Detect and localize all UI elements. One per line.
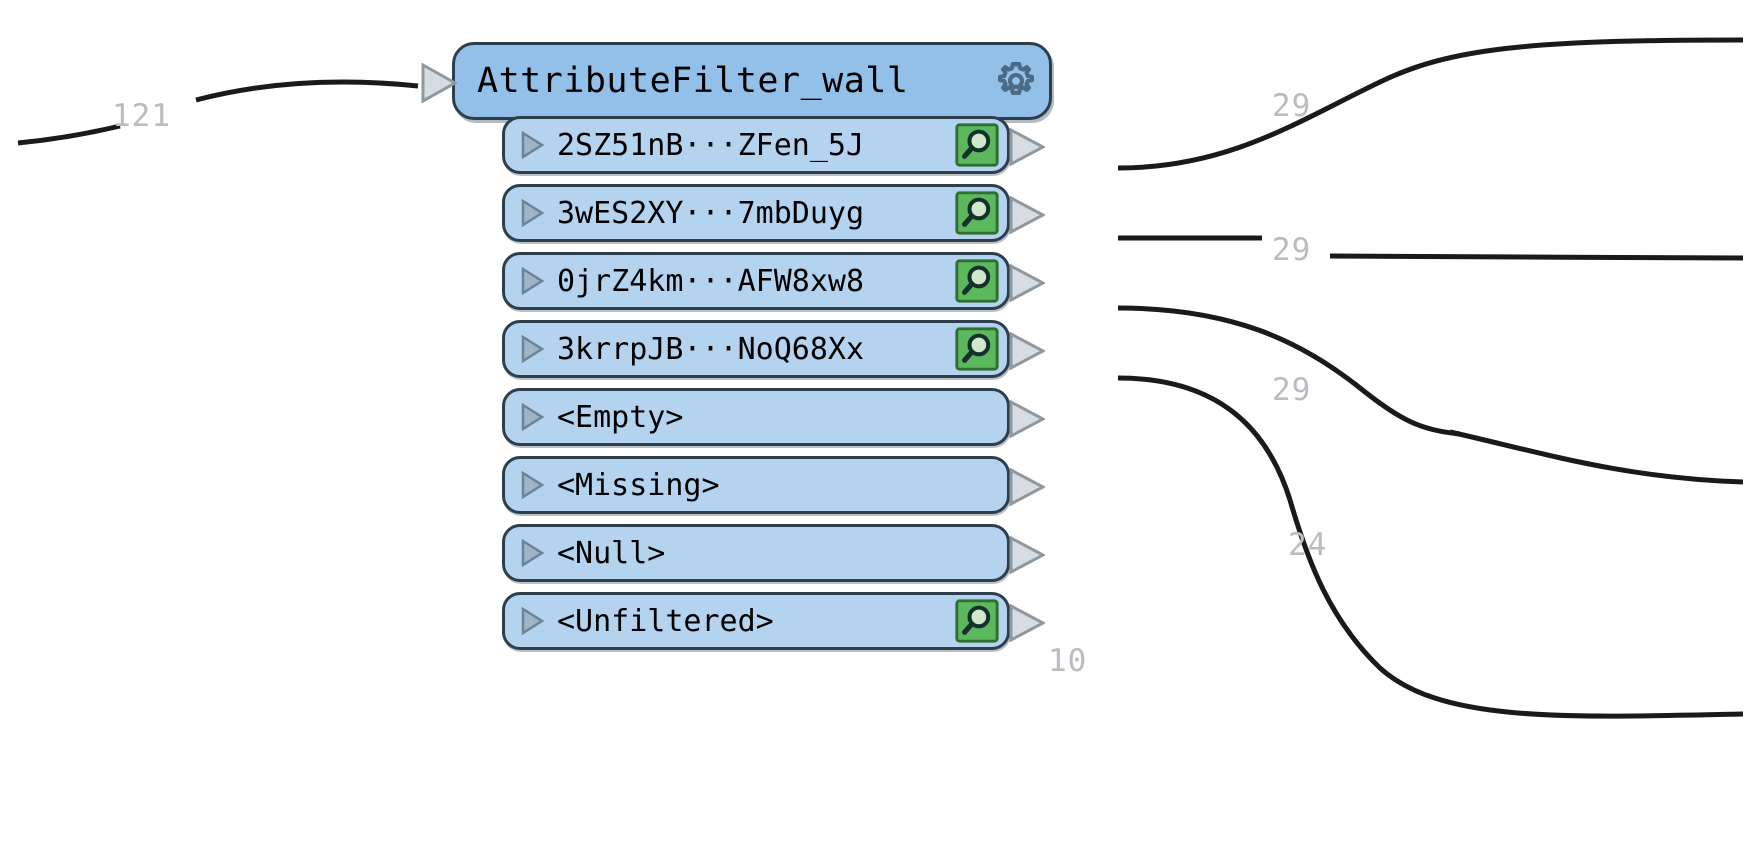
edge-out-row-3 xyxy=(1117,305,1461,437)
output-port-triangle-icon[interactable] xyxy=(1009,604,1045,642)
value-row-label: 3krrpJB···NoQ68Xx xyxy=(557,331,865,367)
node-header[interactable]: AttributeFilter_wall xyxy=(421,42,1052,120)
output-port-triangle-icon[interactable] xyxy=(1009,196,1045,234)
input-port-triangle-icon[interactable] xyxy=(421,63,457,103)
edge-incoming xyxy=(17,123,121,146)
expand-triangle-icon[interactable] xyxy=(519,130,545,160)
output-port-triangle-icon[interactable] xyxy=(1009,536,1045,574)
value-row-label: <Missing> xyxy=(557,467,720,503)
value-row-label: <Null> xyxy=(557,535,666,571)
output-port-triangle-icon[interactable] xyxy=(1009,264,1045,302)
output-port-triangle-icon[interactable] xyxy=(1009,128,1045,166)
edge-out-row-1 xyxy=(1117,37,1743,171)
magnifier-icon[interactable] xyxy=(955,599,999,643)
value-row[interactable]: 0jrZ4km···AFW8xw8 xyxy=(502,252,1045,310)
expand-triangle-icon[interactable] xyxy=(519,334,545,364)
output-port-triangle-icon[interactable] xyxy=(1009,468,1045,506)
attribute-filter-node[interactable]: AttributeFilter_wall 2SZ51nB···ZFen_5J xyxy=(421,42,1168,650)
magnifier-icon[interactable] xyxy=(955,191,999,235)
edge-out-row-2b xyxy=(1329,253,1743,261)
edge-incoming-2 xyxy=(195,79,419,103)
value-row-label: 3wES2XY···7mbDuyg xyxy=(557,195,865,231)
value-row-label: <Unfiltered> xyxy=(557,603,774,639)
expand-triangle-icon[interactable] xyxy=(519,198,545,228)
expand-triangle-icon[interactable] xyxy=(519,606,545,636)
output-port-triangle-icon[interactable] xyxy=(1009,400,1045,438)
value-row-label: 0jrZ4km···AFW8xw8 xyxy=(557,263,865,299)
value-row[interactable]: <Unfiltered> xyxy=(502,592,1045,650)
value-row[interactable]: <Empty> xyxy=(502,388,1045,446)
edge-count-label: 29 xyxy=(1272,372,1312,408)
value-row-label: 2SZ51nB···ZFen_5J xyxy=(557,127,865,163)
value-row[interactable]: 2SZ51nB···ZFen_5J xyxy=(502,116,1045,174)
edge-count-label: 29 xyxy=(1272,232,1312,268)
output-port-triangle-icon[interactable] xyxy=(1009,332,1045,370)
edge-count-label: 29 xyxy=(1272,88,1312,124)
value-row[interactable]: <Null> xyxy=(502,524,1045,582)
value-row[interactable]: 3krrpJB···NoQ68Xx xyxy=(502,320,1045,378)
magnifier-icon[interactable] xyxy=(955,123,999,167)
edge-count-label: 24 xyxy=(1288,527,1328,563)
edge-out-row-4 xyxy=(1117,375,1743,719)
value-row[interactable]: 3wES2XY···7mbDuyg xyxy=(502,184,1045,242)
magnifier-icon[interactable] xyxy=(955,259,999,303)
edge-count-label: 121 xyxy=(112,98,171,134)
node-title: AttributeFilter_wall xyxy=(477,61,909,101)
edge-count-label: 10 xyxy=(1048,643,1088,679)
gear-icon[interactable] xyxy=(993,58,1039,104)
magnifier-icon[interactable] xyxy=(955,327,999,371)
value-row-label: <Empty> xyxy=(557,399,684,435)
expand-triangle-icon[interactable] xyxy=(519,538,545,568)
expand-triangle-icon[interactable] xyxy=(519,402,545,432)
edge-out-row-3b xyxy=(1449,429,1743,485)
expand-triangle-icon[interactable] xyxy=(519,266,545,296)
expand-triangle-icon[interactable] xyxy=(519,470,545,500)
value-row[interactable]: <Missing> xyxy=(502,456,1045,514)
value-row-list: 2SZ51nB···ZFen_5J 3wES2XY···7mbDuyg xyxy=(502,116,1045,660)
